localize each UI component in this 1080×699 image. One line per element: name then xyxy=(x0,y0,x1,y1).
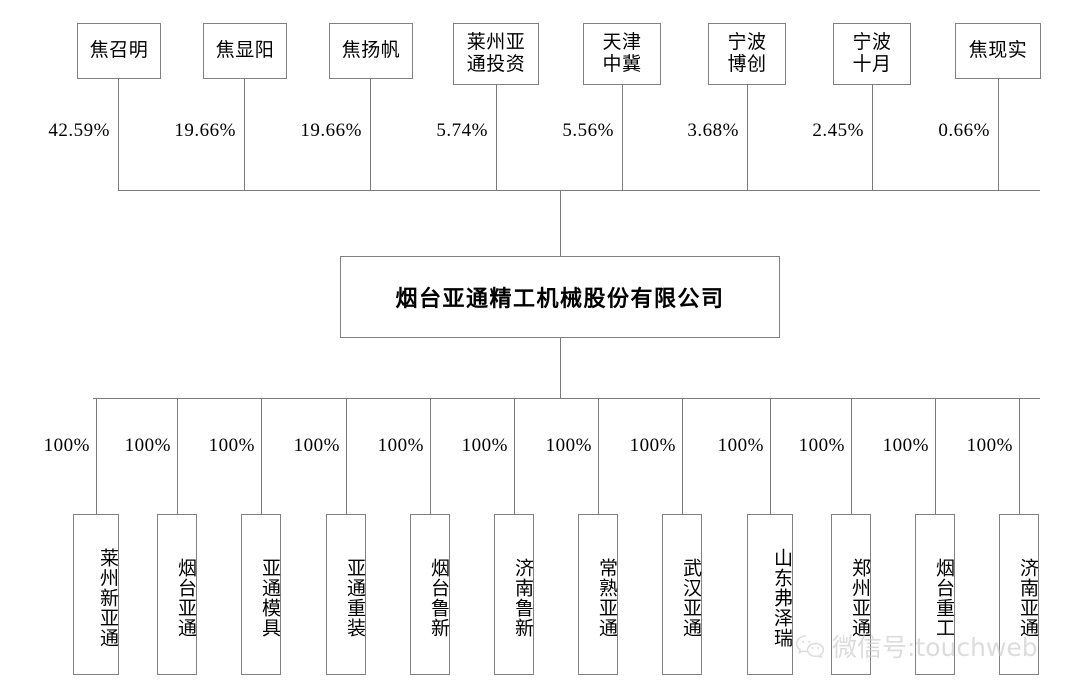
subsidiary-bus-bar xyxy=(93,398,1040,399)
shareholder-percentage: 3.68% xyxy=(687,120,739,141)
shareholder-percentage: 5.74% xyxy=(436,120,488,141)
shareholder-box[interactable]: 莱州亚 通投资 xyxy=(453,23,539,85)
subsidiary-box[interactable]: 亚通模具 xyxy=(241,514,281,675)
subsidiary-box[interactable]: 亚通重装 xyxy=(326,514,366,675)
subsidiary-connector xyxy=(770,398,771,514)
subsidiary-name: 亚通重装 xyxy=(344,557,365,638)
subsidiary-connector xyxy=(598,398,599,514)
subsidiary-box[interactable]: 济南鲁新 xyxy=(494,514,534,675)
shareholder-connector xyxy=(244,79,245,190)
subsidiary-connector xyxy=(682,398,683,514)
company-inbound-stem xyxy=(560,190,561,256)
subsidiary-box[interactable]: 烟台鲁新 xyxy=(410,514,450,675)
subsidiary-name: 济南亚通 xyxy=(1017,557,1038,638)
subsidiary-percentage: 100% xyxy=(798,435,845,456)
subsidiary-box[interactable]: 烟台重工 xyxy=(915,514,955,675)
shareholder-name: 宁波 博创 xyxy=(727,31,767,75)
subsidiary-box[interactable]: 山东弗泽瑞 xyxy=(747,514,793,675)
shareholder-box[interactable]: 焦显阳 xyxy=(203,23,287,79)
subsidiary-name: 亚通模具 xyxy=(259,557,280,638)
subsidiary-box[interactable]: 郑州亚通 xyxy=(831,514,871,675)
subsidiary-name: 烟台亚通 xyxy=(175,557,196,638)
shareholder-name: 天津 中冀 xyxy=(602,31,642,75)
subsidiary-percentage: 100% xyxy=(293,435,340,456)
shareholder-box[interactable]: 焦扬帆 xyxy=(329,23,413,79)
wechat-logo-icon xyxy=(795,635,825,659)
subsidiary-connector xyxy=(1019,398,1020,514)
subsidiary-connector xyxy=(346,398,347,514)
shareholder-name: 莱州亚 通投资 xyxy=(466,31,526,75)
subsidiary-percentage: 100% xyxy=(208,435,255,456)
subsidiary-percentage: 100% xyxy=(377,435,424,456)
subsidiary-percentage: 100% xyxy=(124,435,171,456)
shareholder-name: 焦召明 xyxy=(89,39,149,61)
subsidiary-connector xyxy=(96,398,97,514)
subsidiary-connector xyxy=(851,398,852,514)
shareholder-connector xyxy=(622,85,623,190)
subsidiary-name: 济南鲁新 xyxy=(512,557,533,638)
shareholder-percentage: 2.45% xyxy=(812,120,864,141)
shareholder-percentage: 0.66% xyxy=(938,120,990,141)
shareholder-name: 焦显阳 xyxy=(215,39,275,61)
shareholder-connector xyxy=(370,79,371,190)
subsidiary-percentage: 100% xyxy=(43,435,90,456)
subsidiary-percentage: 100% xyxy=(461,435,508,456)
subsidiary-connector xyxy=(935,398,936,514)
shareholder-connector xyxy=(872,85,873,190)
shareholder-box[interactable]: 天津 中冀 xyxy=(583,23,661,85)
shareholder-name: 焦扬帆 xyxy=(341,39,401,61)
subsidiary-box[interactable]: 武汉亚通 xyxy=(662,514,702,675)
subsidiary-name: 郑州亚通 xyxy=(849,557,870,638)
shareholder-name: 宁波 十月 xyxy=(852,31,892,75)
subsidiary-name: 常熟亚通 xyxy=(596,557,617,638)
subsidiary-name: 烟台鲁新 xyxy=(428,557,449,638)
shareholder-percentage: 19.66% xyxy=(174,120,236,141)
shareholder-box[interactable]: 焦现实 xyxy=(955,23,1041,79)
subsidiary-percentage: 100% xyxy=(966,435,1013,456)
shareholder-connector xyxy=(998,79,999,190)
subsidiary-box[interactable]: 烟台亚通 xyxy=(157,514,197,675)
subsidiary-name: 山东弗泽瑞 xyxy=(771,547,792,648)
subsidiary-box[interactable]: 常熟亚通 xyxy=(578,514,618,675)
subsidiary-name: 莱州新亚通 xyxy=(97,547,118,648)
shareholder-percentage: 5.56% xyxy=(562,120,614,141)
shareholder-percentage: 19.66% xyxy=(300,120,362,141)
company-box[interactable]: 烟台亚通精工机械股份有限公司 xyxy=(340,256,780,338)
company-outbound-stem xyxy=(560,338,561,398)
shareholder-box[interactable]: 焦召明 xyxy=(77,23,161,79)
shareholder-box[interactable]: 宁波 十月 xyxy=(833,23,911,85)
shareholder-connector xyxy=(747,85,748,190)
shareholder-connector xyxy=(118,79,119,190)
shareholder-bus-bar xyxy=(118,190,1040,191)
subsidiary-box[interactable]: 济南亚通 xyxy=(999,514,1039,675)
subsidiary-box[interactable]: 莱州新亚通 xyxy=(73,514,119,675)
shareholder-percentage: 42.59% xyxy=(48,120,110,141)
shareholder-box[interactable]: 宁波 博创 xyxy=(708,23,786,85)
subsidiary-connector xyxy=(430,398,431,514)
subsidiary-name: 烟台重工 xyxy=(933,557,954,638)
subsidiary-percentage: 100% xyxy=(629,435,676,456)
subsidiary-percentage: 100% xyxy=(717,435,764,456)
shareholder-connector xyxy=(496,85,497,190)
subsidiary-connector xyxy=(514,398,515,514)
subsidiary-connector xyxy=(177,398,178,514)
shareholder-name: 焦现实 xyxy=(968,39,1028,61)
subsidiary-connector xyxy=(261,398,262,514)
subsidiary-percentage: 100% xyxy=(545,435,592,456)
subsidiary-name: 武汉亚通 xyxy=(680,557,701,638)
subsidiary-percentage: 100% xyxy=(882,435,929,456)
